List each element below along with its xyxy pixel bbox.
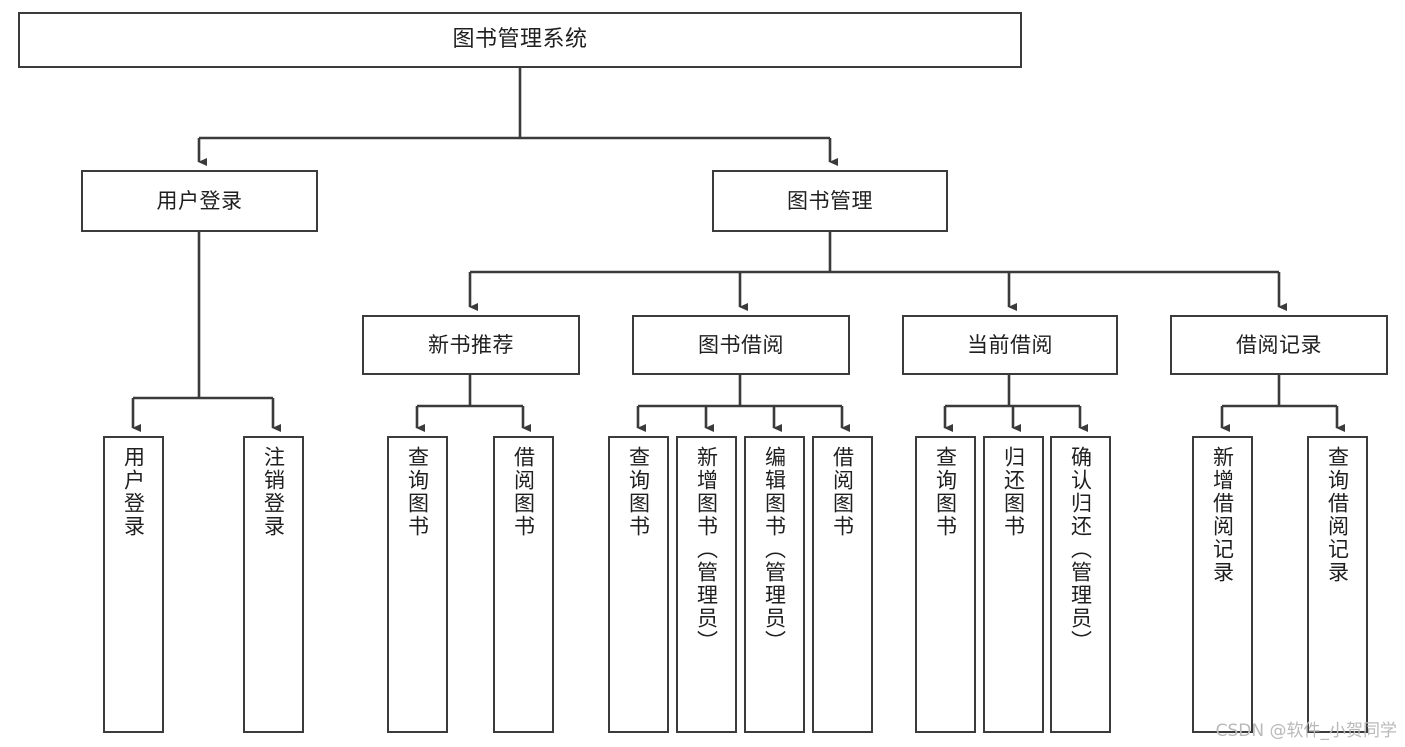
node-root-system[interactable]: 图书管理系统 [18, 12, 1022, 68]
node-label: 编辑图书（管理员） [762, 446, 787, 653]
node-user-login[interactable]: 用户登录 [81, 170, 318, 232]
node-label: 确认归还（管理员） [1068, 446, 1093, 653]
leaf-query-book-current[interactable]: 查询图书 [915, 436, 976, 733]
leaf-user-login[interactable]: 用户登录 [103, 436, 164, 733]
leaf-add-borrow-record[interactable]: 新增借阅记录 [1192, 436, 1253, 733]
leaf-confirm-return-admin[interactable]: 确认归还（管理员） [1050, 436, 1111, 733]
leaf-query-book-borrow[interactable]: 查询图书 [608, 436, 669, 733]
node-label: 归还图书 [1001, 446, 1026, 538]
node-label: 借阅记录 [1236, 332, 1322, 357]
node-label: 用户登录 [156, 188, 243, 213]
node-label: 注销登录 [261, 446, 286, 538]
node-current-borrow[interactable]: 当前借阅 [902, 315, 1118, 375]
leaf-return-book[interactable]: 归还图书 [983, 436, 1044, 733]
leaf-borrow-book[interactable]: 借阅图书 [812, 436, 873, 733]
node-label: 新增借阅记录 [1210, 446, 1235, 584]
node-label: 查询图书 [933, 446, 958, 538]
watermark-text: CSDN @软件_小贺同学 [1215, 721, 1397, 741]
node-label: 图书借阅 [698, 332, 784, 357]
leaf-query-book-recommendation[interactable]: 查询图书 [387, 436, 448, 733]
node-label: 借阅图书 [511, 446, 536, 538]
node-label: 查询图书 [405, 446, 430, 538]
node-label: 借阅图书 [830, 446, 855, 538]
leaf-query-borrow-record[interactable]: 查询借阅记录 [1307, 436, 1368, 733]
leaf-add-book-admin[interactable]: 新增图书（管理员） [676, 436, 737, 733]
leaf-logout[interactable]: 注销登录 [243, 436, 304, 733]
node-label: 查询借阅记录 [1325, 446, 1350, 584]
node-book-management[interactable]: 图书管理 [712, 170, 948, 232]
node-label: 图书管理 [787, 188, 873, 213]
node-borrow-records[interactable]: 借阅记录 [1170, 315, 1388, 375]
node-new-book-recommendation[interactable]: 新书推荐 [362, 315, 580, 375]
node-label: 用户登录 [121, 446, 146, 538]
node-label: 新书推荐 [428, 332, 514, 357]
leaf-borrow-book-recommendation[interactable]: 借阅图书 [493, 436, 554, 733]
node-label: 图书管理系统 [452, 27, 588, 53]
leaf-edit-book-admin[interactable]: 编辑图书（管理员） [744, 436, 805, 733]
node-label: 查询图书 [626, 446, 651, 538]
node-label: 当前借阅 [967, 332, 1053, 357]
node-book-borrow[interactable]: 图书借阅 [632, 315, 850, 375]
node-label: 新增图书（管理员） [694, 446, 719, 653]
